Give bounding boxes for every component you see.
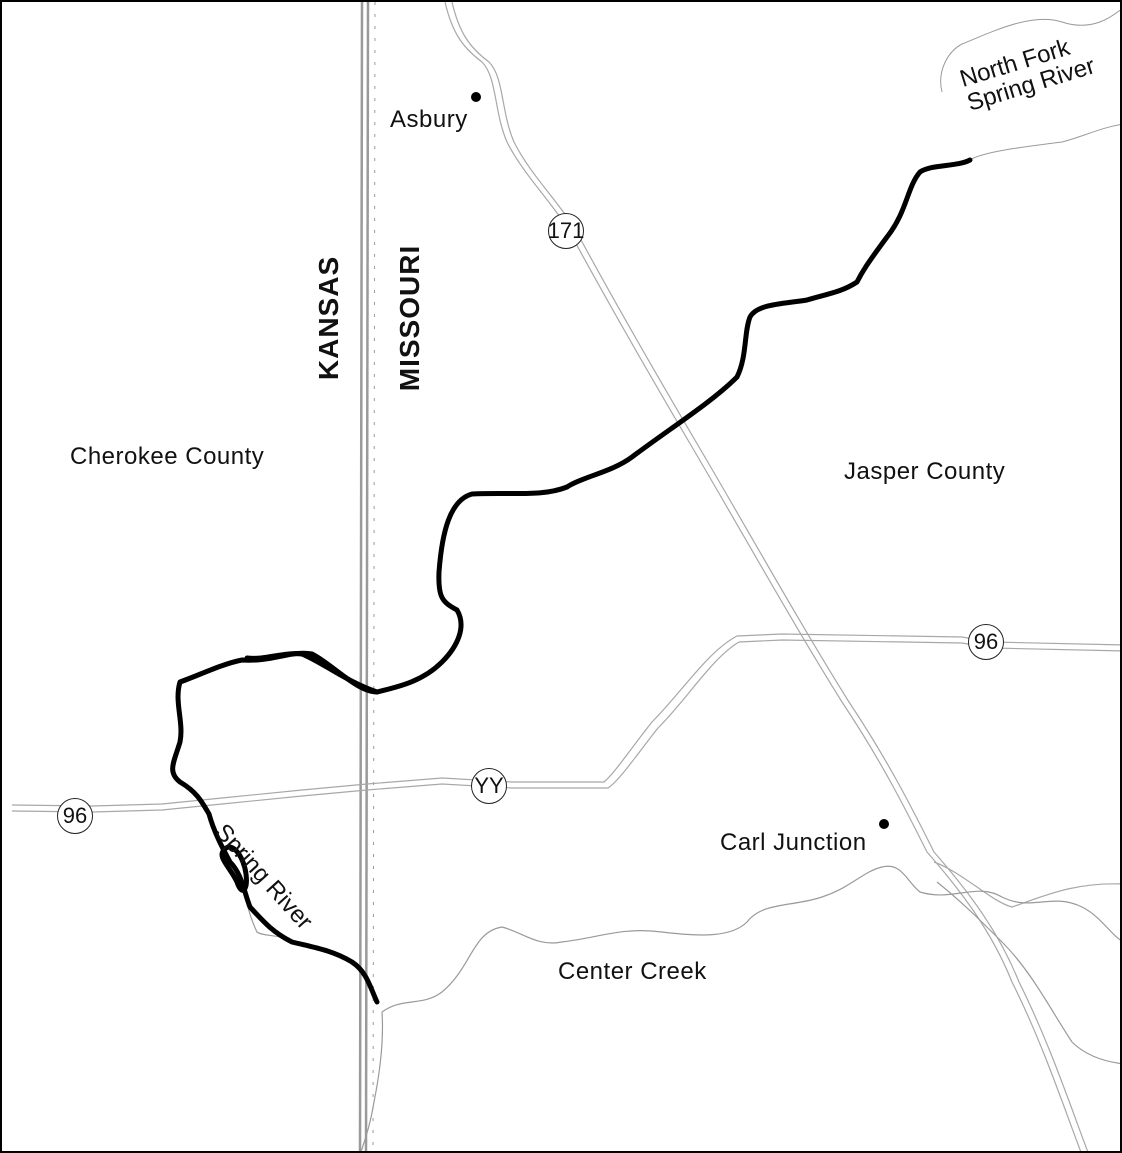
north-fork-outline bbox=[940, 9, 1120, 161]
spring-river-line bbox=[170, 157, 973, 1005]
route-shield-171: 171 bbox=[548, 213, 584, 249]
road-171 bbox=[444, 2, 1089, 1151]
state-line bbox=[358, 2, 376, 1151]
town-dot-asbury bbox=[471, 92, 481, 102]
town-label-asbury: Asbury bbox=[390, 106, 468, 133]
center-creek-line bbox=[241, 865, 1120, 1151]
route-shield-yy: YY bbox=[471, 768, 507, 804]
route-shield-96-east: 96 bbox=[968, 624, 1004, 660]
state-label-missouri: MISSOURI bbox=[394, 244, 426, 392]
road-96-yy bbox=[11, 633, 1120, 813]
state-label-kansas: KANSAS bbox=[313, 255, 345, 381]
county-label-cherokee: Cherokee County bbox=[70, 443, 265, 470]
creek-label-center-creek: Center Creek bbox=[558, 958, 707, 985]
town-label-carl-junction: Carl Junction bbox=[720, 829, 867, 856]
route-shield-96-west: 96 bbox=[57, 798, 93, 834]
county-label-jasper: Jasper County bbox=[844, 458, 1006, 485]
town-dot-carl-junction bbox=[879, 819, 889, 829]
road-east-branch bbox=[933, 861, 1120, 908]
